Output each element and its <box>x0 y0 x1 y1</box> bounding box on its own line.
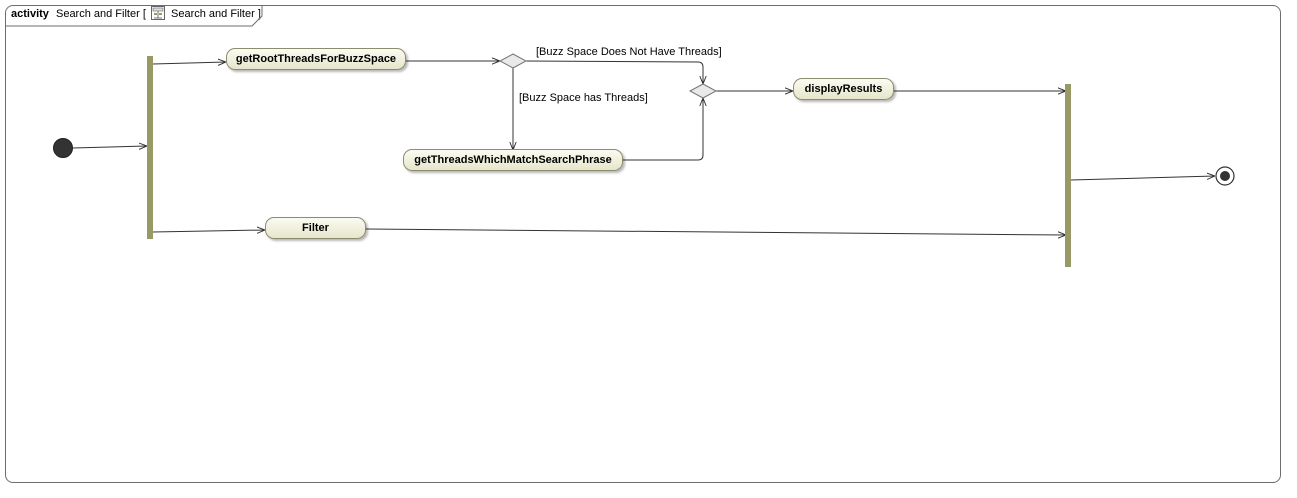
guard-no-threads: [Buzz Space Does Not Have Threads] <box>536 46 722 58</box>
action-get-threads-match[interactable]: getThreadsWhichMatchSearchPhrase <box>403 149 623 171</box>
decision-node <box>498 53 528 69</box>
initial-node <box>53 138 73 158</box>
action-get-root-threads[interactable]: getRootThreadsForBuzzSpace <box>226 48 406 70</box>
edge-join-to-final <box>1070 176 1215 181</box>
edge-fork-to-getroot <box>152 62 226 64</box>
edge-filter-to-join <box>365 228 1066 235</box>
guard-has-threads: [Buzz Space has Threads] <box>519 92 648 104</box>
fork-bar[interactable] <box>147 56 153 239</box>
action-filter[interactable]: Filter <box>265 217 366 239</box>
activity-final-node-core <box>1220 171 1230 181</box>
edge-fork-to-filter <box>152 230 265 232</box>
edge-initial-to-fork <box>72 146 147 148</box>
activity-frame <box>5 5 1281 483</box>
join-bar[interactable] <box>1065 84 1071 267</box>
edge-decision-no-threads <box>525 60 703 84</box>
merge-node <box>688 83 718 99</box>
action-display-results[interactable]: displayResults <box>793 78 894 100</box>
edge-getthreads-to-merge <box>623 98 703 161</box>
